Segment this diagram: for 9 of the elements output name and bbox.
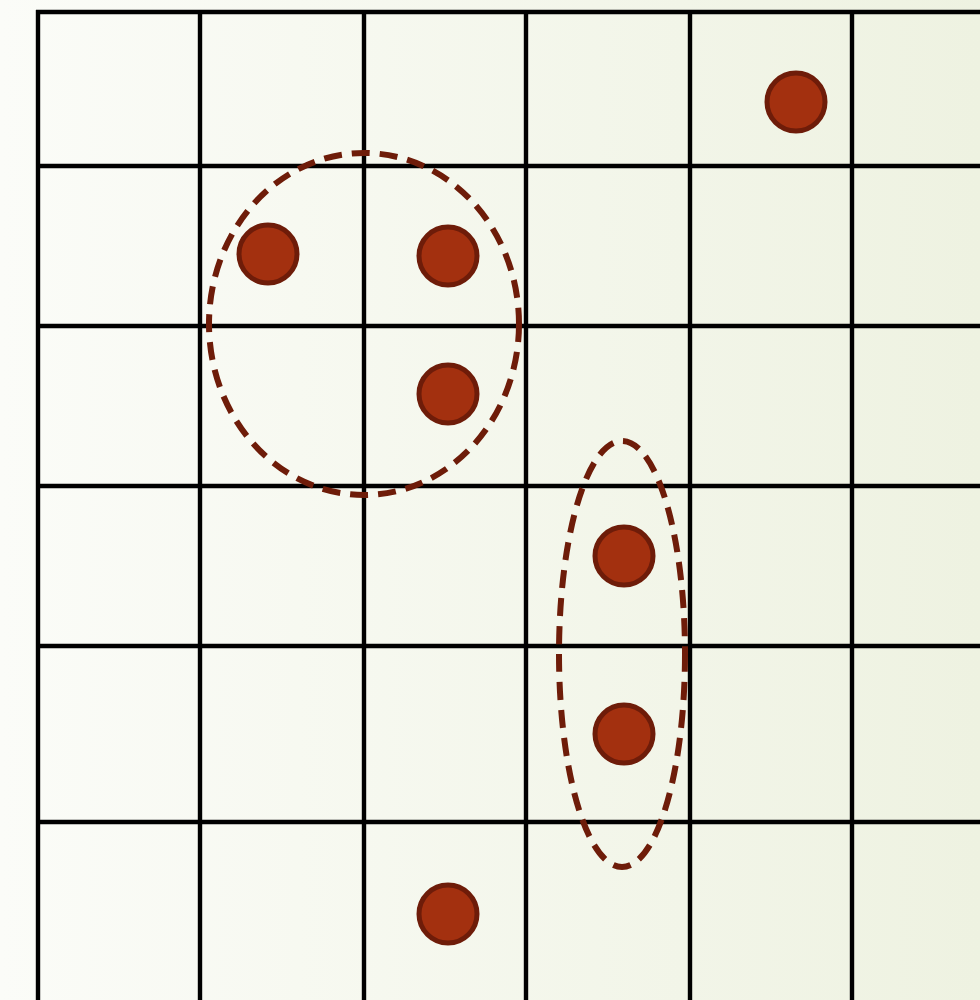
- dot-marker: [236, 222, 300, 286]
- dot-marker: [764, 70, 828, 134]
- dot-marker: [416, 362, 480, 426]
- dot-marker: [416, 224, 480, 288]
- dashed-ellipse: [206, 150, 522, 498]
- dot-marker: [592, 524, 656, 588]
- dot-marker: [416, 882, 480, 946]
- dot-marker: [592, 702, 656, 766]
- dashed-ellipse: [556, 438, 688, 870]
